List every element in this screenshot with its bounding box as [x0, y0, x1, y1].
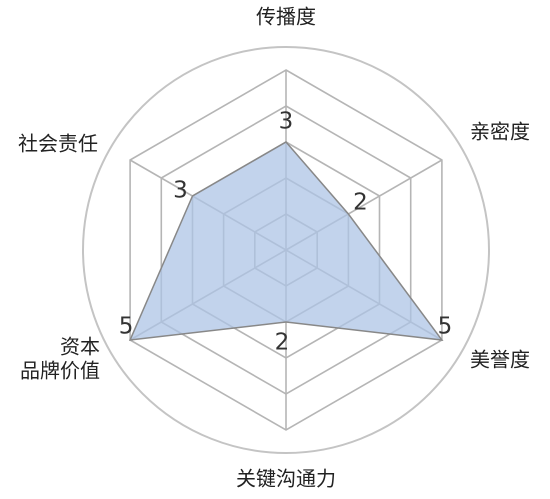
value-label-1: 3 — [279, 109, 294, 135]
axis-label-4: 关键沟通力 — [236, 467, 336, 491]
axis-label-6: 社会责任 — [18, 132, 98, 156]
axis-label-1: 传播度 — [256, 5, 316, 29]
value-label-4: 2 — [275, 330, 290, 356]
value-label-5: 5 — [119, 314, 134, 340]
value-label-3: 5 — [438, 314, 453, 340]
value-label-6: 3 — [173, 178, 188, 204]
axis-label-2: 亲密度 — [470, 120, 530, 144]
axis-label-3: 美誉度 — [470, 348, 530, 372]
value-label-2: 2 — [353, 190, 368, 216]
data-area — [128, 141, 444, 341]
axis-label-5-line-1: 资本 — [60, 335, 100, 359]
axis-label-5-line-2: 品牌价值 — [20, 359, 100, 383]
outer-circle — [82, 46, 490, 454]
